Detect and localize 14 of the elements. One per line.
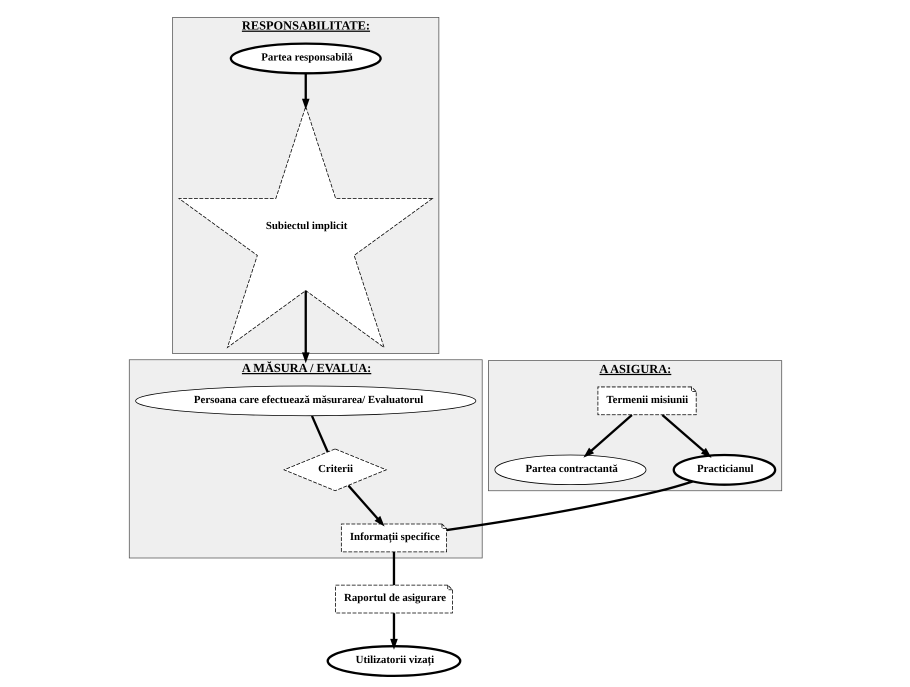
node-ellipse: Practicianul	[672, 454, 776, 486]
arrow	[390, 613, 398, 650]
arrow	[582, 414, 632, 458]
node-ellipse: Utilizatorii vizați	[326, 645, 461, 678]
node-diamond: Criterii	[282, 448, 387, 492]
connector	[446, 480, 692, 532]
arrow	[347, 484, 384, 527]
node-ellipse: Partea responsabilă	[229, 42, 382, 74]
node-ellipse: Persoana care efectuează măsurarea/ Evaluatorul	[134, 386, 476, 416]
connector	[392, 552, 395, 586]
node-ellipse: Partea contractantă	[494, 454, 646, 486]
connector	[310, 415, 328, 452]
arrow	[661, 414, 712, 458]
arrow	[301, 73, 310, 110]
